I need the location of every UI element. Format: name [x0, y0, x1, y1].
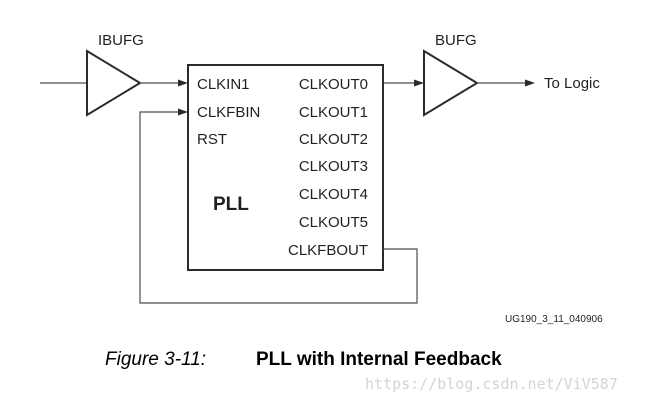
pin-clkout4: CLKOUT4 — [299, 186, 368, 203]
pin-clkfbout: CLKFBOUT — [288, 242, 368, 259]
pin-clkout1: CLKOUT1 — [299, 104, 368, 121]
pin-clkfbin: CLKFBIN — [197, 104, 260, 121]
to-logic-label: To Logic — [544, 75, 600, 92]
feedback-wire — [139, 111, 418, 304]
figure-code: UG190_3_11_040906 — [505, 314, 603, 325]
watermark: https://blog.csdn.net/ViV587 — [365, 375, 618, 393]
pll-block — [187, 64, 384, 271]
bufg-buffer-icon — [423, 49, 479, 117]
pin-clkout5: CLKOUT5 — [299, 214, 368, 231]
ibufg-buffer-icon — [86, 49, 142, 117]
bufg-input-arrow-icon — [414, 79, 424, 87]
pll-label: PLL — [213, 194, 249, 215]
caption-title: PLL with Internal Feedback — [256, 349, 502, 370]
ibufg-label: IBUFG — [98, 32, 144, 49]
clkin1-arrow-icon — [178, 79, 188, 87]
bufg-label: BUFG — [435, 32, 477, 49]
pin-clkout3: CLKOUT3 — [299, 158, 368, 175]
pin-clkout0: CLKOUT0 — [299, 76, 368, 93]
pin-clkin1: CLKIN1 — [197, 76, 250, 93]
pin-clkout2: CLKOUT2 — [299, 131, 368, 148]
to-logic-arrow-icon — [525, 79, 535, 87]
caption-figure-number: Figure 3-11: — [105, 349, 206, 370]
clkfbin-arrow-icon — [178, 108, 188, 116]
pin-rst: RST — [197, 131, 227, 148]
